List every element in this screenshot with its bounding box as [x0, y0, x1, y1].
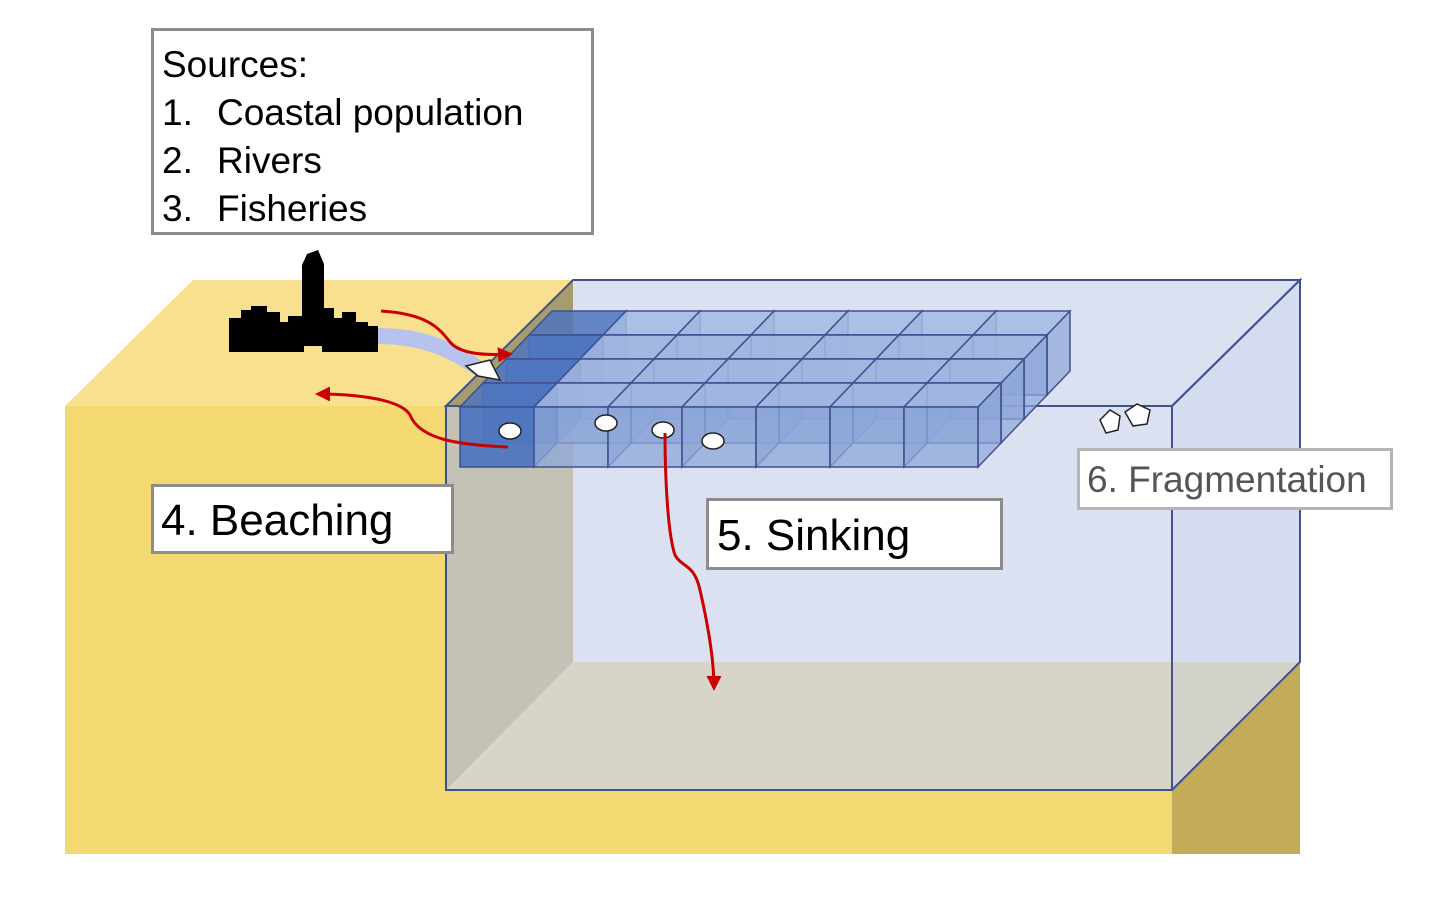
process-arrows — [315, 309, 722, 691]
sources-legend: Sources: 1.Coastal population 2.Rivers 3… — [151, 28, 594, 235]
grid-cell-face — [829, 406, 905, 468]
plastic-fragment-icon — [1099, 409, 1121, 434]
model-grid — [458, 309, 1072, 469]
river — [377, 328, 483, 375]
source-item: 1.Coastal population — [162, 92, 524, 133]
source-arrow — [380, 309, 513, 363]
plastic-fragment-icon — [1124, 403, 1151, 427]
plastic-fragment-icon — [594, 414, 618, 432]
sources-list: 1.Coastal population 2.Rivers 3.Fisherie… — [162, 89, 591, 233]
grid-cell-face — [607, 406, 683, 468]
sources-title: Sources: — [162, 44, 309, 85]
source-item: 2.Rivers — [162, 140, 322, 181]
sinking-label: 5. Sinking — [706, 498, 1003, 570]
beaching-arrow — [315, 386, 509, 449]
beaching-label: 4. Beaching — [151, 484, 454, 554]
city-skyline-icon — [229, 250, 378, 352]
water-right-face — [1172, 280, 1300, 790]
plastic-fragment-icon — [701, 432, 725, 450]
plastic-fragment-icon — [498, 422, 522, 440]
source-item: 3.Fisheries — [162, 188, 368, 229]
grid-cell-face — [459, 406, 535, 468]
grid-cell-face — [755, 406, 831, 468]
plastic-fragment-icon — [464, 359, 502, 382]
grid-cell-face — [533, 406, 609, 468]
fragmentation-label: 6. Fragmentation — [1077, 448, 1393, 510]
plastic-fragment-icon — [651, 421, 675, 439]
plastic-items — [464, 359, 1151, 450]
land-right-side — [1172, 662, 1300, 854]
grid-cell-face — [903, 406, 979, 468]
sinking-arrow — [663, 432, 722, 691]
